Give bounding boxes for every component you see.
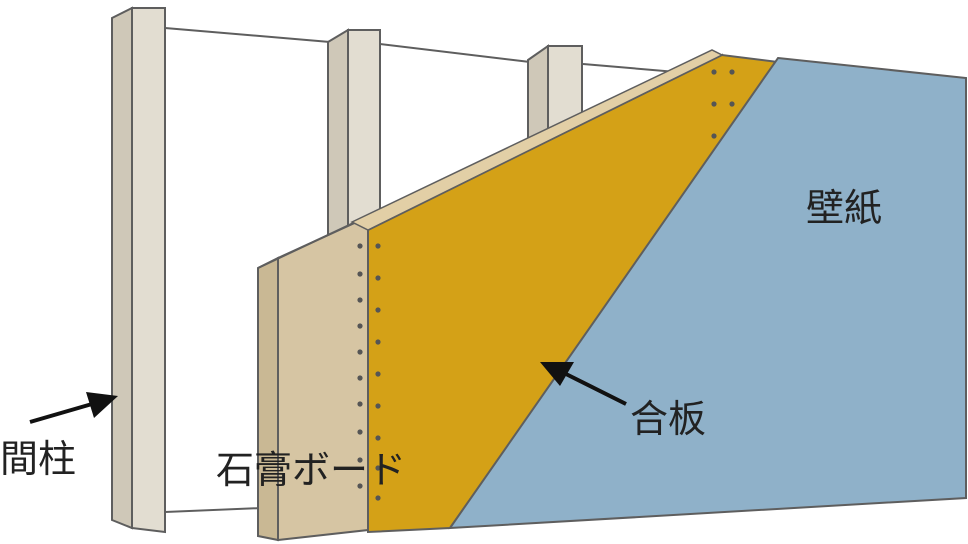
stud-rear (527, 44, 583, 142)
arrow-to-plywood (540, 362, 627, 406)
arrow-to-stud (29, 392, 118, 424)
frame-lines (164, 27, 701, 513)
stud-label: 間柱 (0, 437, 77, 481)
stud-middle (327, 28, 381, 242)
gypsum-board-label: 石膏ボード (216, 448, 407, 492)
plywood-label: 合板 (630, 397, 707, 441)
wallpaper-label: 壁紙 (806, 186, 883, 230)
stud-front (111, 6, 166, 534)
nail-rows (357, 69, 735, 501)
